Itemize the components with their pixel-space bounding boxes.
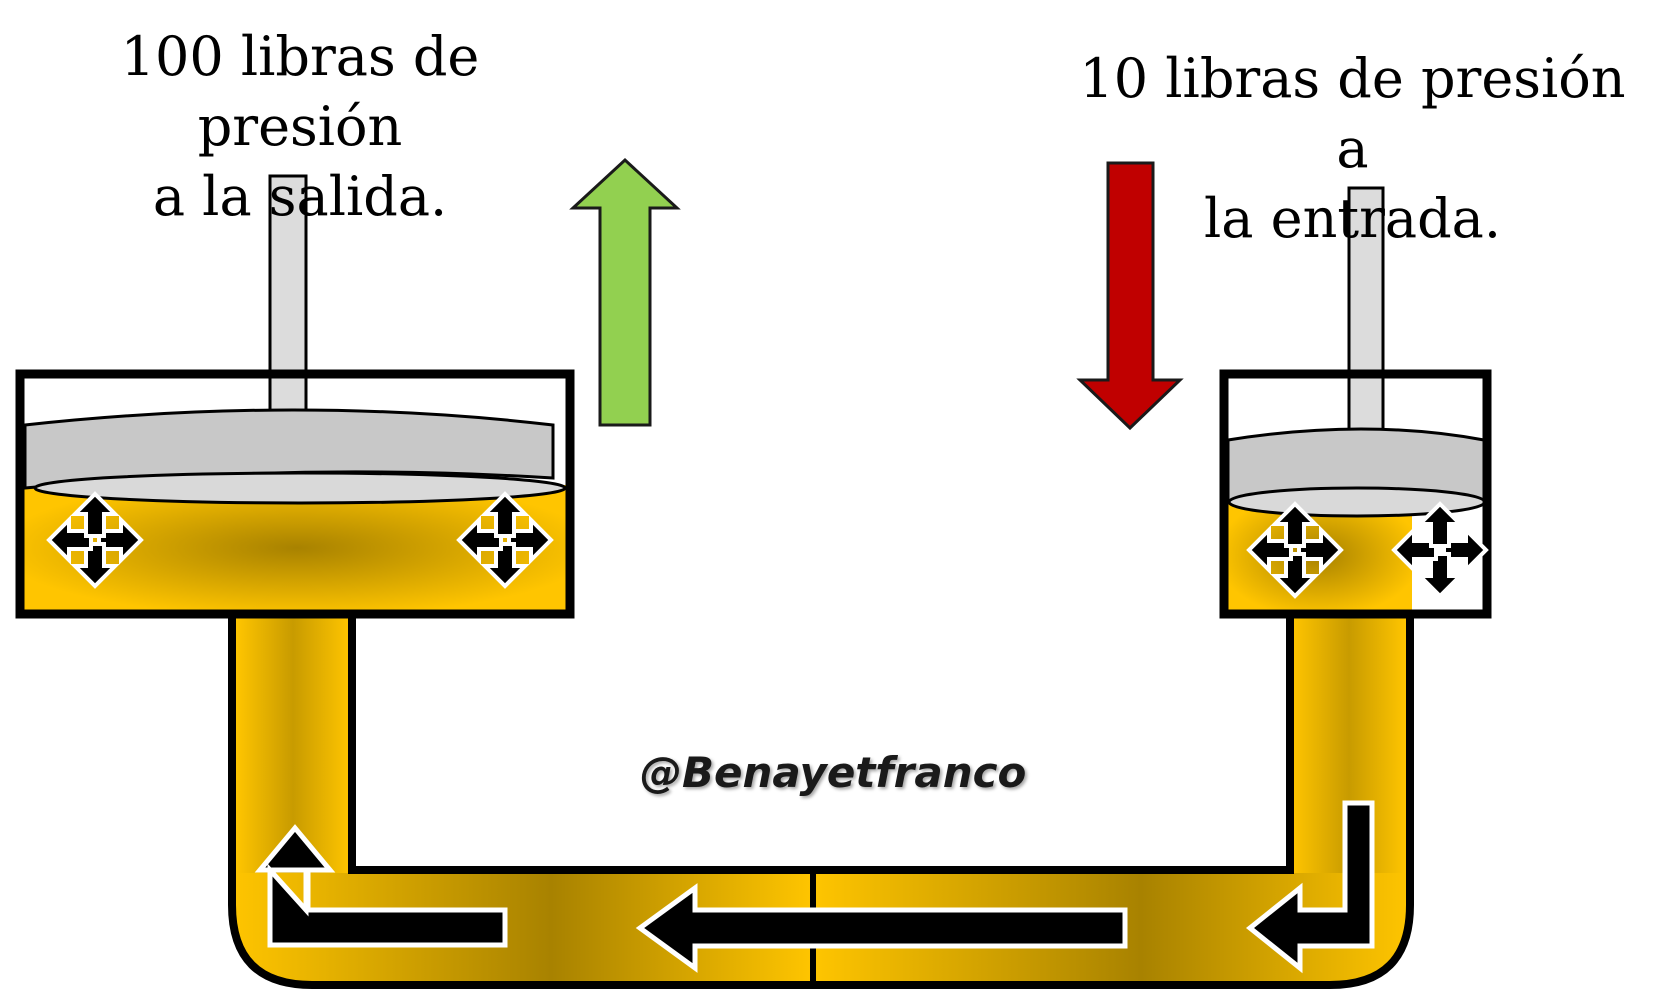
- pipe-outline: [228, 613, 1414, 989]
- output-label-line1: 100 libras de presión: [120, 25, 480, 158]
- output-cylinder-wall: [15, 369, 575, 619]
- flow-arrow-horizontal-icon: [635, 883, 1128, 973]
- output-label-line2: a la salida.: [152, 165, 448, 228]
- input-pressure-label: 10 libras de presión a la entrada.: [1065, 44, 1640, 254]
- pressure-cross-icon: [1391, 501, 1489, 599]
- pressure-cross-icon: [456, 491, 554, 589]
- input-label-line2: la entrada.: [1204, 187, 1501, 250]
- pressure-arrow-icon: [70, 491, 120, 538]
- pressure-cross-icon: [46, 491, 144, 589]
- output-piston-bottom: [33, 471, 567, 505]
- input-cylinder-wall: [1219, 369, 1492, 619]
- flow-arrow-right-elbow-icon: [1245, 800, 1375, 974]
- input-down-arrow-icon: [1076, 161, 1184, 431]
- watermark-text: @Benayetfranco: [640, 748, 1027, 797]
- pressure-arrow-icon: [480, 491, 530, 538]
- pressure-arrow-icon: [1415, 501, 1465, 548]
- input-piston-rod: [1347, 186, 1385, 435]
- output-up-arrow-icon: [569, 157, 681, 427]
- output-pressure-label: 100 libras de presión a la salida.: [30, 22, 570, 232]
- pressure-cross-icon: [1246, 501, 1344, 599]
- pipe-left-segment: [232, 613, 813, 985]
- input-label-line1: 10 libras de presión a: [1079, 47, 1626, 180]
- flow-arrows: [254, 800, 1375, 974]
- pressure-arrow-icon: [1270, 501, 1320, 548]
- pipe-right-segment: [813, 613, 1410, 985]
- flow-arrow-left-elbow-icon: [254, 824, 508, 948]
- pressure-crosses: [46, 491, 1489, 599]
